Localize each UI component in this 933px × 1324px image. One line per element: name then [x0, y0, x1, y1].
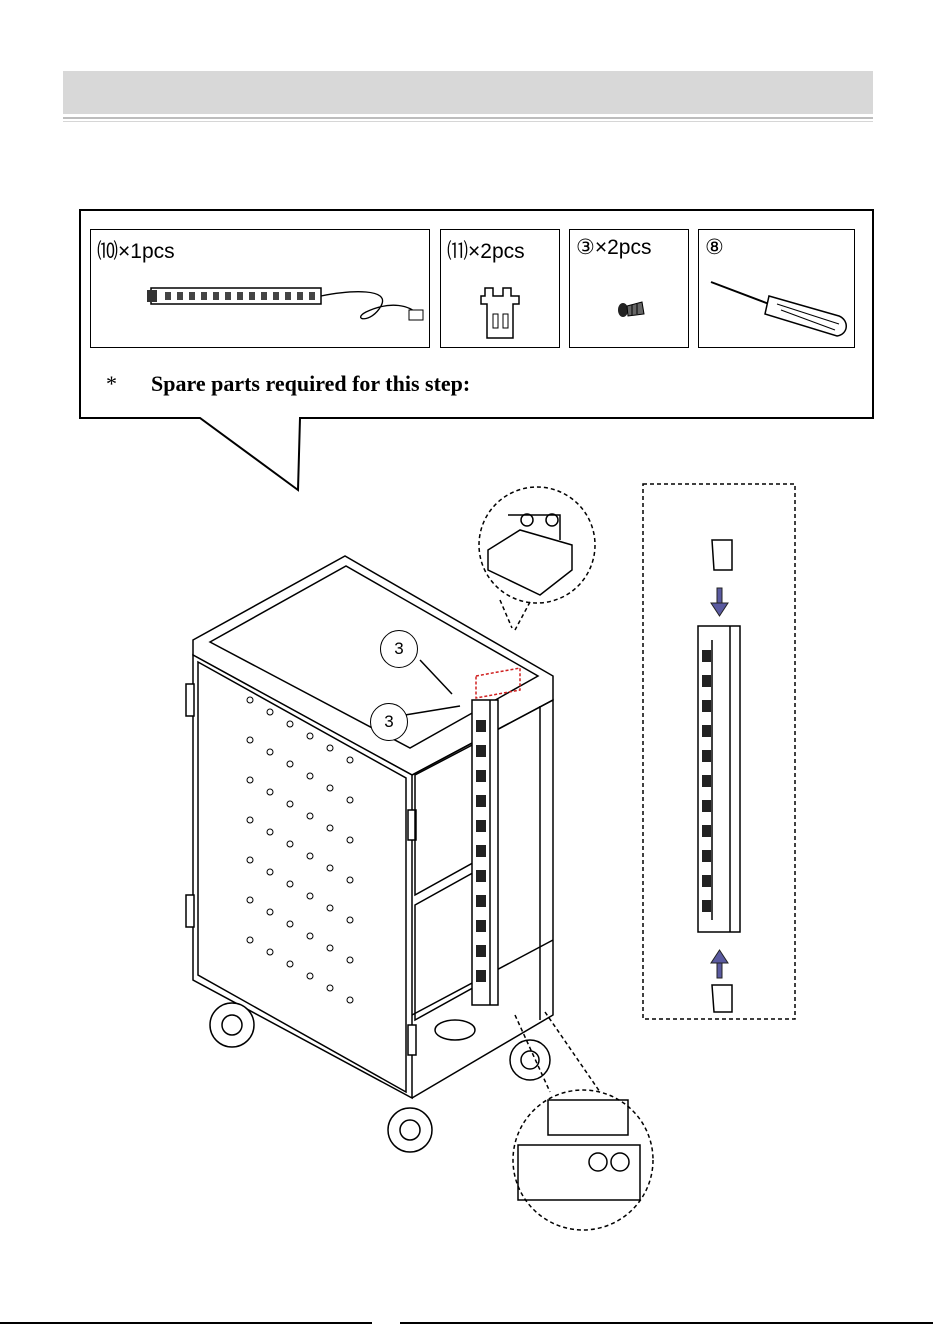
down-arrow-icon — [711, 588, 728, 616]
callout-number: 3 — [370, 703, 408, 741]
up-arrow-icon — [711, 950, 728, 978]
callout-number: 3 — [380, 630, 418, 668]
